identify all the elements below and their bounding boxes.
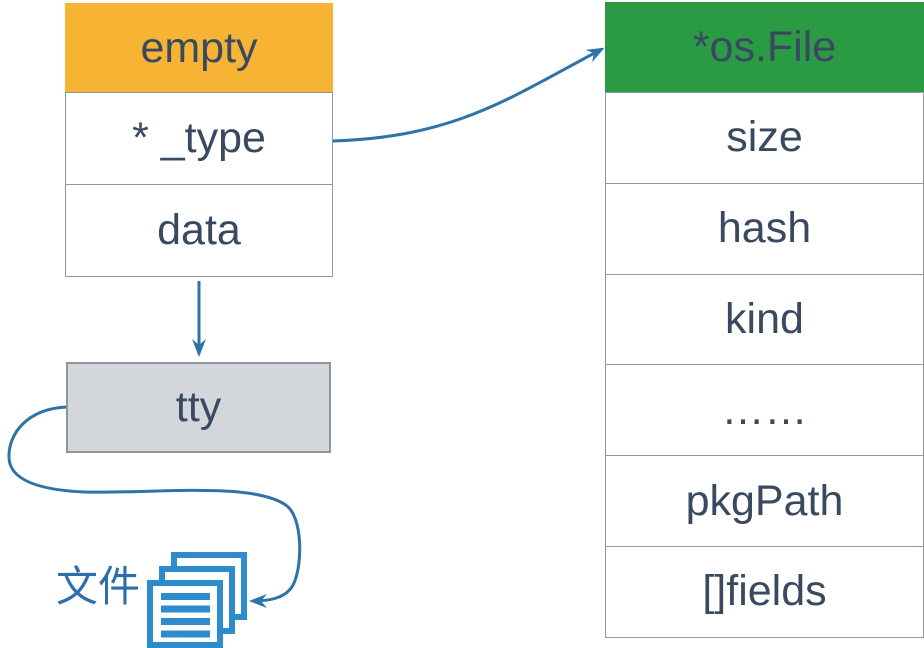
document-text-line [161,618,210,625]
file-label: 文件 [56,563,141,610]
document-text-line [161,593,210,600]
document-text-line [161,605,210,613]
tty-box: tty [66,362,331,453]
documents-icon [147,552,247,648]
type-to-osfile-arrow [332,47,605,143]
table-row: []fields [605,545,924,638]
osfile-table-header: *os.File [605,2,924,93]
table-row: data [65,184,333,277]
table-row: kind [605,273,924,366]
tty-box-label: tty [175,383,222,431]
table-row: size [605,92,924,184]
table-row: …… [605,364,924,457]
document-text-line [161,630,210,638]
table-row: * _type [65,92,333,185]
table-row: pkgPath [605,455,924,547]
table-row: hash [605,182,924,275]
empty-table-header: empty [65,3,333,93]
